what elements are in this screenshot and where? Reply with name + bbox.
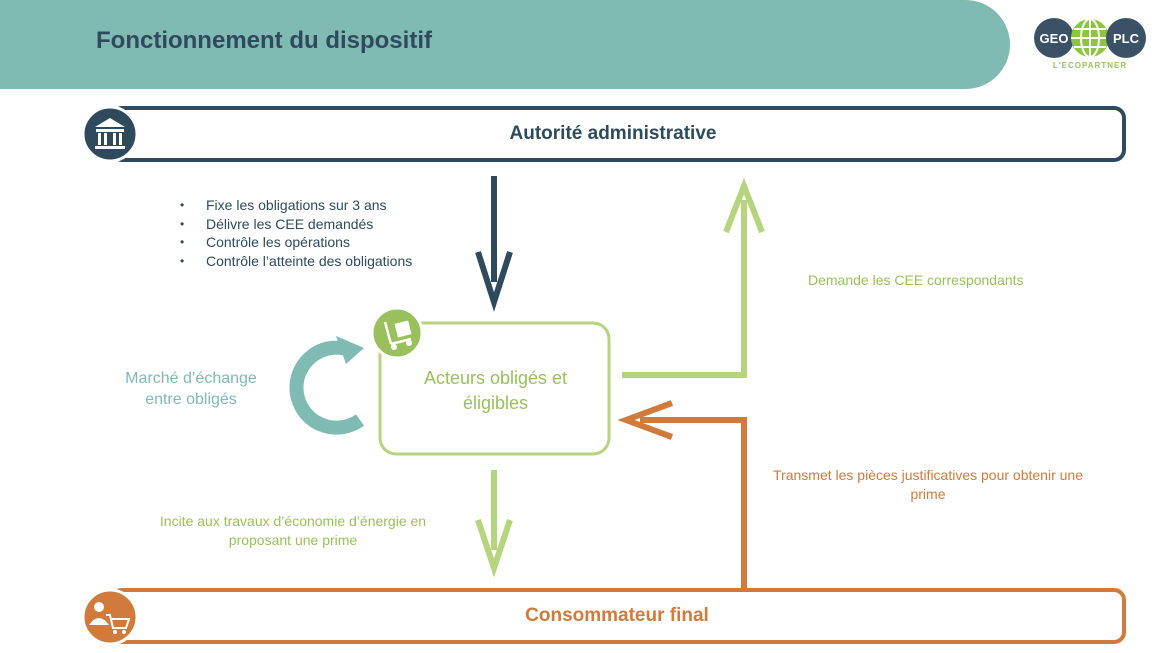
obligations-item: Fixe les obligations sur 3 ans bbox=[178, 196, 412, 215]
obligations-item: Délivre les CEE demandés bbox=[178, 215, 412, 234]
arrow-admin-to-actors bbox=[475, 176, 513, 312]
demande-label: Demande les CEE correspondants bbox=[808, 272, 1024, 288]
actors-box-title: Acteurs obligés et éligibles bbox=[398, 366, 593, 416]
obligations-list: Fixe les obligations sur 3 ans Délivre l… bbox=[178, 196, 412, 270]
transmet-label: Transmet les pièces justificatives pour … bbox=[750, 466, 1106, 504]
globe-icon bbox=[1071, 18, 1109, 58]
geo-plc-logo: GEO PLC L'ECOPARTNER bbox=[1030, 18, 1150, 78]
header-band bbox=[0, 0, 1010, 89]
marche-label: Marché d’échange entre obligés bbox=[110, 368, 272, 410]
incite-label: Incite aux travaux d’économie d’énergie … bbox=[140, 512, 446, 550]
obligations-item: Contrôle les opérations bbox=[178, 233, 412, 252]
logo-geo: GEO bbox=[1034, 18, 1074, 58]
consumer-cart-icon bbox=[81, 588, 139, 646]
hand-truck-icon bbox=[370, 306, 424, 360]
exchange-cycle-arrow bbox=[289, 336, 365, 435]
arrow-consumer-to-actors bbox=[617, 400, 747, 588]
page-title: Fonctionnement du dispositif bbox=[96, 27, 432, 54]
incite-line1: Incite aux travaux d’économie d’énergie … bbox=[159, 513, 427, 529]
transmet-line1: Transmet les pièces justificatives pour … bbox=[773, 467, 1083, 483]
marche-line2: entre obligés bbox=[145, 391, 237, 408]
obligations-item: Contrôle l’atteinte des obligations bbox=[178, 252, 412, 271]
consumer-box-title: Consommateur final bbox=[525, 605, 709, 626]
transmet-line2: prime bbox=[910, 486, 946, 502]
logo-tagline: L'ECOPARTNER bbox=[1052, 61, 1128, 70]
actors-box bbox=[378, 321, 611, 456]
bank-icon bbox=[81, 105, 139, 163]
arrow-actors-to-admin bbox=[622, 177, 765, 378]
incite-line2: proposant une prime bbox=[228, 532, 358, 548]
actors-title-line2: éligibles bbox=[462, 393, 529, 413]
marche-line1: Marché d’échange bbox=[125, 370, 257, 387]
actors-title-line1: Acteurs obligés et bbox=[423, 368, 568, 388]
logo-plc: PLC bbox=[1106, 18, 1146, 58]
arrow-actors-to-consumer bbox=[475, 470, 513, 578]
admin-box-title: Autorité administrative bbox=[509, 123, 717, 144]
